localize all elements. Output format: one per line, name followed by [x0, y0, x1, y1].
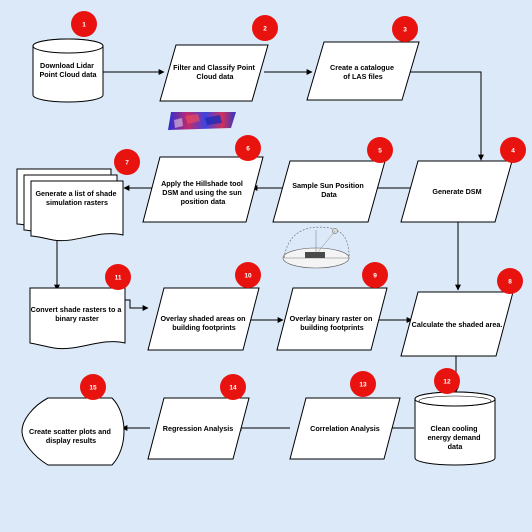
edge-11-10: [122, 299, 149, 311]
step-14[interactable]: Regression Analysis: [147, 397, 250, 460]
badge-12: 12: [434, 368, 460, 394]
step-10-label: Overlay shaded areas on building footpri…: [160, 314, 247, 332]
badges: 1 2 3 4 5 6 7 8 9 10 11 12 13 14 15: [71, 11, 526, 400]
point-cloud-thumbnail: [168, 112, 236, 130]
document-shape: [29, 287, 126, 350]
io-shape: [142, 156, 264, 223]
badge-13: 13: [350, 371, 376, 397]
sun-position-diagram: [282, 226, 350, 269]
svg-text:15: 15: [89, 385, 97, 392]
badge-9: 9: [362, 262, 388, 288]
document-front: [30, 180, 124, 242]
step-4[interactable]: Generate DSM: [400, 160, 513, 223]
step-1[interactable]: Download Lidar Point Cloud data: [32, 38, 104, 103]
io-shape: [147, 287, 260, 351]
step-12-label: Clean cooling energy demand data: [427, 424, 482, 451]
svg-text:11: 11: [115, 275, 122, 282]
step-2-label: Filter and Classify Point Cloud data: [173, 63, 257, 81]
io-shape: [306, 41, 420, 101]
badge-7: 7: [114, 149, 140, 175]
step-1-label: Download Lidar Point Cloud data: [39, 61, 97, 79]
svg-text:2: 2: [263, 26, 267, 33]
io-shape: [272, 160, 386, 223]
svg-text:14: 14: [229, 385, 237, 392]
io-shape: [159, 44, 269, 102]
display-shape: [21, 397, 125, 466]
badge-5: 5: [367, 137, 393, 163]
step-10[interactable]: Overlay shaded areas on building footpri…: [147, 287, 260, 351]
badge-4: 4: [500, 137, 526, 163]
step-8[interactable]: Calculate the shaded area.: [400, 291, 514, 357]
svg-text:10: 10: [244, 273, 252, 280]
step-13-label: Correlation Analysis: [310, 424, 380, 433]
io-shape: [400, 291, 514, 357]
svg-text:4: 4: [511, 148, 515, 155]
svg-text:12: 12: [443, 379, 451, 386]
step-2[interactable]: Filter and Classify Point Cloud data: [159, 44, 269, 102]
badge-1: 1: [71, 11, 97, 37]
svg-text:9: 9: [373, 273, 377, 280]
svg-text:8: 8: [508, 279, 512, 286]
badge-3: 3: [392, 16, 418, 42]
step-3-label: Create a catalogue of LAS files: [330, 63, 396, 81]
step-14-label: Regression Analysis: [163, 424, 233, 433]
database-top: [32, 38, 104, 54]
svg-text:13: 13: [359, 382, 367, 389]
svg-text:1: 1: [82, 22, 86, 29]
step-15-label: Create scatter plots and display results: [29, 427, 113, 445]
badge-11: 11: [105, 264, 131, 290]
badge-6: 6: [235, 135, 261, 161]
io-shape: [147, 397, 250, 460]
step-9[interactable]: Overlay binary raster on building footpr…: [276, 287, 388, 351]
step-15[interactable]: Create scatter plots and display results: [21, 397, 125, 466]
step-8-label: Calculate the shaded area.: [412, 320, 503, 329]
badge-10: 10: [235, 262, 261, 288]
badge-8: 8: [497, 268, 523, 294]
svg-text:3: 3: [403, 27, 407, 34]
edge-3-4: [405, 71, 484, 161]
io-shape: [289, 397, 401, 460]
step-7-label: Generate a list of shade simulation rast…: [35, 189, 118, 207]
step-5[interactable]: Sample Sun Position Data: [272, 160, 386, 223]
database-inner-rim: [418, 395, 492, 407]
step-5-label: Sample Sun Position Data: [292, 181, 366, 199]
step-9-label: Overlay binary raster on building footpr…: [290, 314, 375, 332]
step-12[interactable]: Clean cooling energy demand data: [414, 391, 496, 466]
svg-text:5: 5: [378, 148, 382, 155]
connectors: [54, 69, 484, 431]
io-shape: [400, 160, 513, 223]
badge-15: 15: [80, 374, 106, 400]
badge-14: 14: [220, 374, 246, 400]
step-4-label: Generate DSM: [432, 187, 481, 196]
step-6-label: Apply the Hillshade tool DSM and using t…: [161, 179, 245, 206]
step-11[interactable]: Convert shade rasters to a binary raster: [29, 287, 126, 350]
step-7[interactable]: Generate a list of shade simulation rast…: [16, 168, 124, 242]
svg-text:7: 7: [125, 160, 129, 167]
svg-text:6: 6: [246, 146, 250, 153]
step-6[interactable]: Apply the Hillshade tool DSM and using t…: [142, 156, 264, 223]
badge-2: 2: [252, 15, 278, 41]
io-shape: [276, 287, 388, 351]
step-11-label: Convert shade rasters to a binary raster: [31, 305, 124, 323]
step-3[interactable]: Create a catalogue of LAS files: [306, 41, 420, 101]
step-13[interactable]: Correlation Analysis: [289, 397, 401, 460]
